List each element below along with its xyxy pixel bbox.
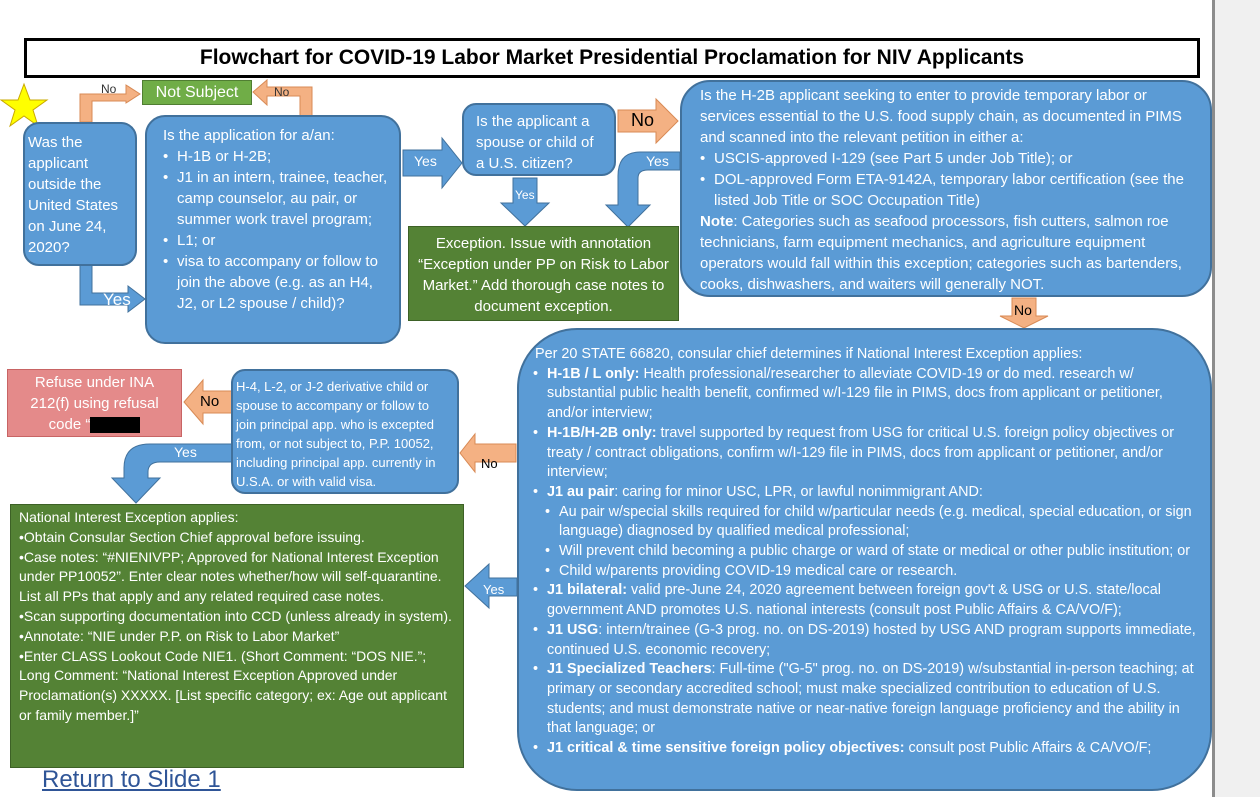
viewer-side-panel (1212, 0, 1260, 797)
label-q4-yes: Yes (646, 153, 669, 169)
nie-heading: Per 20 STATE 66820, consular chief deter… (535, 346, 1083, 362)
question-heading: Is the application for a/an: (163, 127, 335, 144)
application-type-list: H-1B or H-2B; J1 in an intern, trainee, … (163, 146, 393, 314)
question-intro: Is the H-2B applicant seeking to enter t… (700, 87, 1182, 146)
list-item: J1 critical & time sensitive foreign pol… (533, 739, 1200, 759)
arrow-q1-yes (79, 264, 146, 314)
list-item: •Enter CLASS Lookout Code NIE1. (Short C… (19, 647, 447, 723)
arrow-q4-no (999, 297, 1049, 329)
label-q2-yes: Yes (414, 153, 437, 169)
exception-box: Exception. Issue with annotation “Except… (408, 226, 679, 321)
arrow-q1-not-subject (79, 84, 141, 123)
list-item: Child w/parents providing COVID-19 medic… (533, 562, 1200, 582)
list-item: H-1B / L only: Health professional/resea… (533, 365, 1200, 424)
question-food-supply-chain: Is the H-2B applicant seeking to enter t… (680, 80, 1212, 297)
refuse-line-code: code “ (8, 414, 181, 435)
nie-criteria-list-2: J1 bilateral: valid pre-June 24, 2020 ag… (533, 581, 1200, 758)
connector-layer (0, 78, 1049, 610)
arrow-q2-not-subject (252, 78, 313, 125)
refuse-line: 212(f) using refusal (30, 395, 159, 412)
item-label: J1 bilateral: (547, 582, 627, 599)
list-item: Will prevent child becoming a public cha… (533, 542, 1200, 562)
note-text: : Categories such as seafood processors,… (700, 213, 1182, 293)
arrow-q5-no (183, 378, 234, 426)
list-item: J1 au pair: caring for minor USC, LPR, o… (533, 483, 1200, 503)
list-item: USCIS-approved I-129 (see Part 5 under J… (700, 148, 1198, 169)
nie-applies-heading: National Interest Exception applies: (19, 509, 239, 525)
label-q5-yes: Yes (174, 444, 197, 460)
item-text: : intern/trainee (G-3 prog. no. on DS-20… (547, 621, 1196, 658)
redacted-code (90, 417, 141, 434)
question-application-type: Is the application for a/an: H-1B or H-2… (145, 115, 401, 344)
item-label: H-1B / L only: (547, 365, 640, 382)
arrow-nie-yes (464, 562, 518, 610)
not-subject-box: Not Subject (142, 80, 252, 105)
list-item: Au pair w/special skills required for ch… (533, 503, 1200, 542)
item-label: J1 Specialized Teachers (547, 661, 712, 678)
note: Note: Categories such as seafood process… (700, 211, 1198, 295)
item-label: H-1B/H-2B only: (547, 424, 657, 441)
refuse-box: Refuse under INA 212(f) using refusal co… (7, 369, 182, 437)
list-item: visa to accompany or follow to join the … (163, 251, 393, 314)
list-item: J1 Specialized Teachers: Full-time ("G-5… (533, 660, 1200, 739)
list-item: •Obtain Consular Section Chief approval … (19, 528, 365, 545)
item-text: valid pre-June 24, 2020 agreement betwee… (547, 582, 1161, 619)
nie-applies-box: National Interest Exception applies: •Ob… (10, 504, 464, 768)
label-q3-yes: Yes (515, 188, 535, 202)
item-label: J1 critical & time sensitive foreign pol… (547, 740, 905, 757)
list-item: •Case notes: “#NIENIVPP; Approved for Na… (19, 548, 442, 605)
nie-criteria-list: H-1B / L only: Health professional/resea… (533, 365, 1200, 503)
arrow-q2-yes (402, 136, 463, 190)
label-q3-no: No (631, 110, 655, 130)
list-item: J1 USG: intern/trainee (G-3 prog. no. on… (533, 621, 1200, 660)
return-to-slide-link[interactable]: Return to Slide 1 (42, 766, 221, 793)
item-label: J1 au pair (547, 483, 615, 500)
question-outside-us: Was the applicant outside the United Sta… (23, 122, 137, 266)
item-text: Health professional/researcher to allevi… (547, 365, 1163, 422)
flowchart-title: Flowchart for COVID-19 Labor Market Pres… (24, 38, 1200, 78)
return-link-wrap: Return to Slide 1 (42, 766, 221, 794)
arrow-q4-yes (604, 151, 681, 228)
label-q5-no: No (200, 393, 220, 410)
label-q1-yes: Yes (103, 290, 131, 309)
label-q2-no: No (274, 85, 290, 99)
arrow-q3-yes (499, 177, 551, 227)
list-item: J1 in an intern, trainee, teacher, camp … (163, 167, 393, 230)
nie-criteria-box: Per 20 STATE 66820, consular chief deter… (517, 328, 1212, 791)
label-q1-no: No (101, 82, 117, 96)
refuse-line: code “ (48, 416, 91, 433)
item-text: : caring for minor USC, LPR, or lawful n… (614, 483, 983, 500)
list-item: L1; or (163, 230, 393, 251)
question-spouse-child-usc: Is the applicant a spouse or child of a … (462, 103, 616, 176)
label-q4-no: No (1014, 302, 1032, 318)
viewer-divider[interactable] (1212, 0, 1215, 797)
list-item: H-1B/H-2B only: travel supported by requ… (533, 424, 1200, 483)
item-label: J1 USG (547, 621, 599, 638)
label-nie-no: No (481, 456, 498, 471)
note-label: Note (700, 213, 734, 230)
item-text: consult post Public Affairs & CA/VO/F; (904, 740, 1152, 757)
arrow-nie-no (459, 432, 517, 474)
star-icon (0, 82, 49, 128)
refuse-line: Refuse under INA (34, 374, 155, 391)
list-item: H-1B or H-2B; (163, 146, 393, 167)
label-nie-yes: Yes (483, 582, 505, 597)
au-pair-sublist: Au pair w/special skills required for ch… (533, 503, 1200, 582)
list-item: J1 bilateral: valid pre-June 24, 2020 ag… (533, 581, 1200, 620)
item-text: : Full-time ("G-5" prog. no. on DS-2019)… (547, 661, 1194, 737)
item-text: travel supported by request from USG for… (547, 424, 1175, 481)
list-item: •Annotate: “NIE under P.P. on Risk to La… (19, 627, 340, 644)
arrow-q5-yes (110, 443, 233, 504)
list-item: DOL-approved Form ETA-9142A, temporary l… (700, 169, 1198, 211)
arrow-q3-no (617, 97, 679, 145)
question-derivative: H-4, L-2, or J-2 derivative child or spo… (231, 369, 459, 494)
list-item: •Scan supporting documentation into CCD … (19, 607, 452, 624)
food-supply-list: USCIS-approved I-129 (see Part 5 under J… (700, 148, 1198, 211)
